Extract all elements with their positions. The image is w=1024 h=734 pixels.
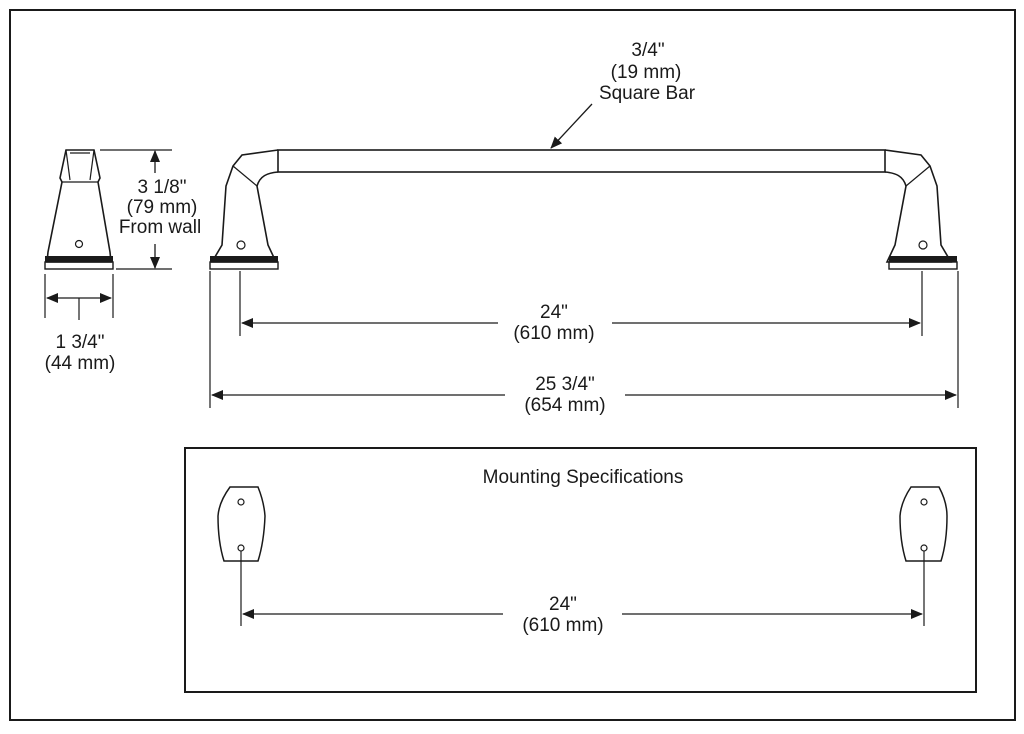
- height-dimension: [100, 149, 172, 270]
- right-set-screw-hole: [918, 240, 928, 250]
- depth-label-line1: 1 3/4": [55, 332, 104, 353]
- bar-label-line1: 3/4": [631, 40, 664, 61]
- center-label-line1: 24": [540, 302, 568, 323]
- depth-label-line2: (44 mm): [45, 353, 116, 374]
- mounting-label-line1: 24": [549, 594, 577, 615]
- bar-leader-arrow: [550, 103, 593, 149]
- height-label-line3: From wall: [119, 217, 201, 238]
- overall-label-line1: 25 3/4": [535, 374, 595, 395]
- outer-frame: [9, 9, 1016, 721]
- center-label-line2: (610 mm): [513, 323, 594, 344]
- set-screw-hole: [74, 239, 84, 249]
- left-mounting-plate: [217, 486, 266, 562]
- mounting-spec-title: Mounting Specifications: [483, 467, 684, 488]
- bar-label-line2: (19 mm): [611, 62, 682, 83]
- height-label-line2: (79 mm): [127, 197, 198, 218]
- side-view-post: [44, 149, 114, 270]
- overall-label-line2: (654 mm): [524, 395, 605, 416]
- overall-dimension: [209, 271, 959, 408]
- right-mounting-plate: [899, 486, 948, 562]
- bar-label-line3: Square Bar: [599, 83, 696, 104]
- towel-bar-front-view: [209, 149, 958, 270]
- mounting-dimension: [240, 551, 925, 626]
- square-bar: [277, 149, 886, 173]
- left-set-screw-hole: [236, 240, 246, 250]
- mounting-label-line2: (610 mm): [522, 615, 603, 636]
- mounting-spec-box: [184, 447, 977, 693]
- depth-dimension: [44, 274, 114, 320]
- height-label-line1: 3 1/8": [137, 177, 186, 198]
- center-dimension: [239, 271, 923, 336]
